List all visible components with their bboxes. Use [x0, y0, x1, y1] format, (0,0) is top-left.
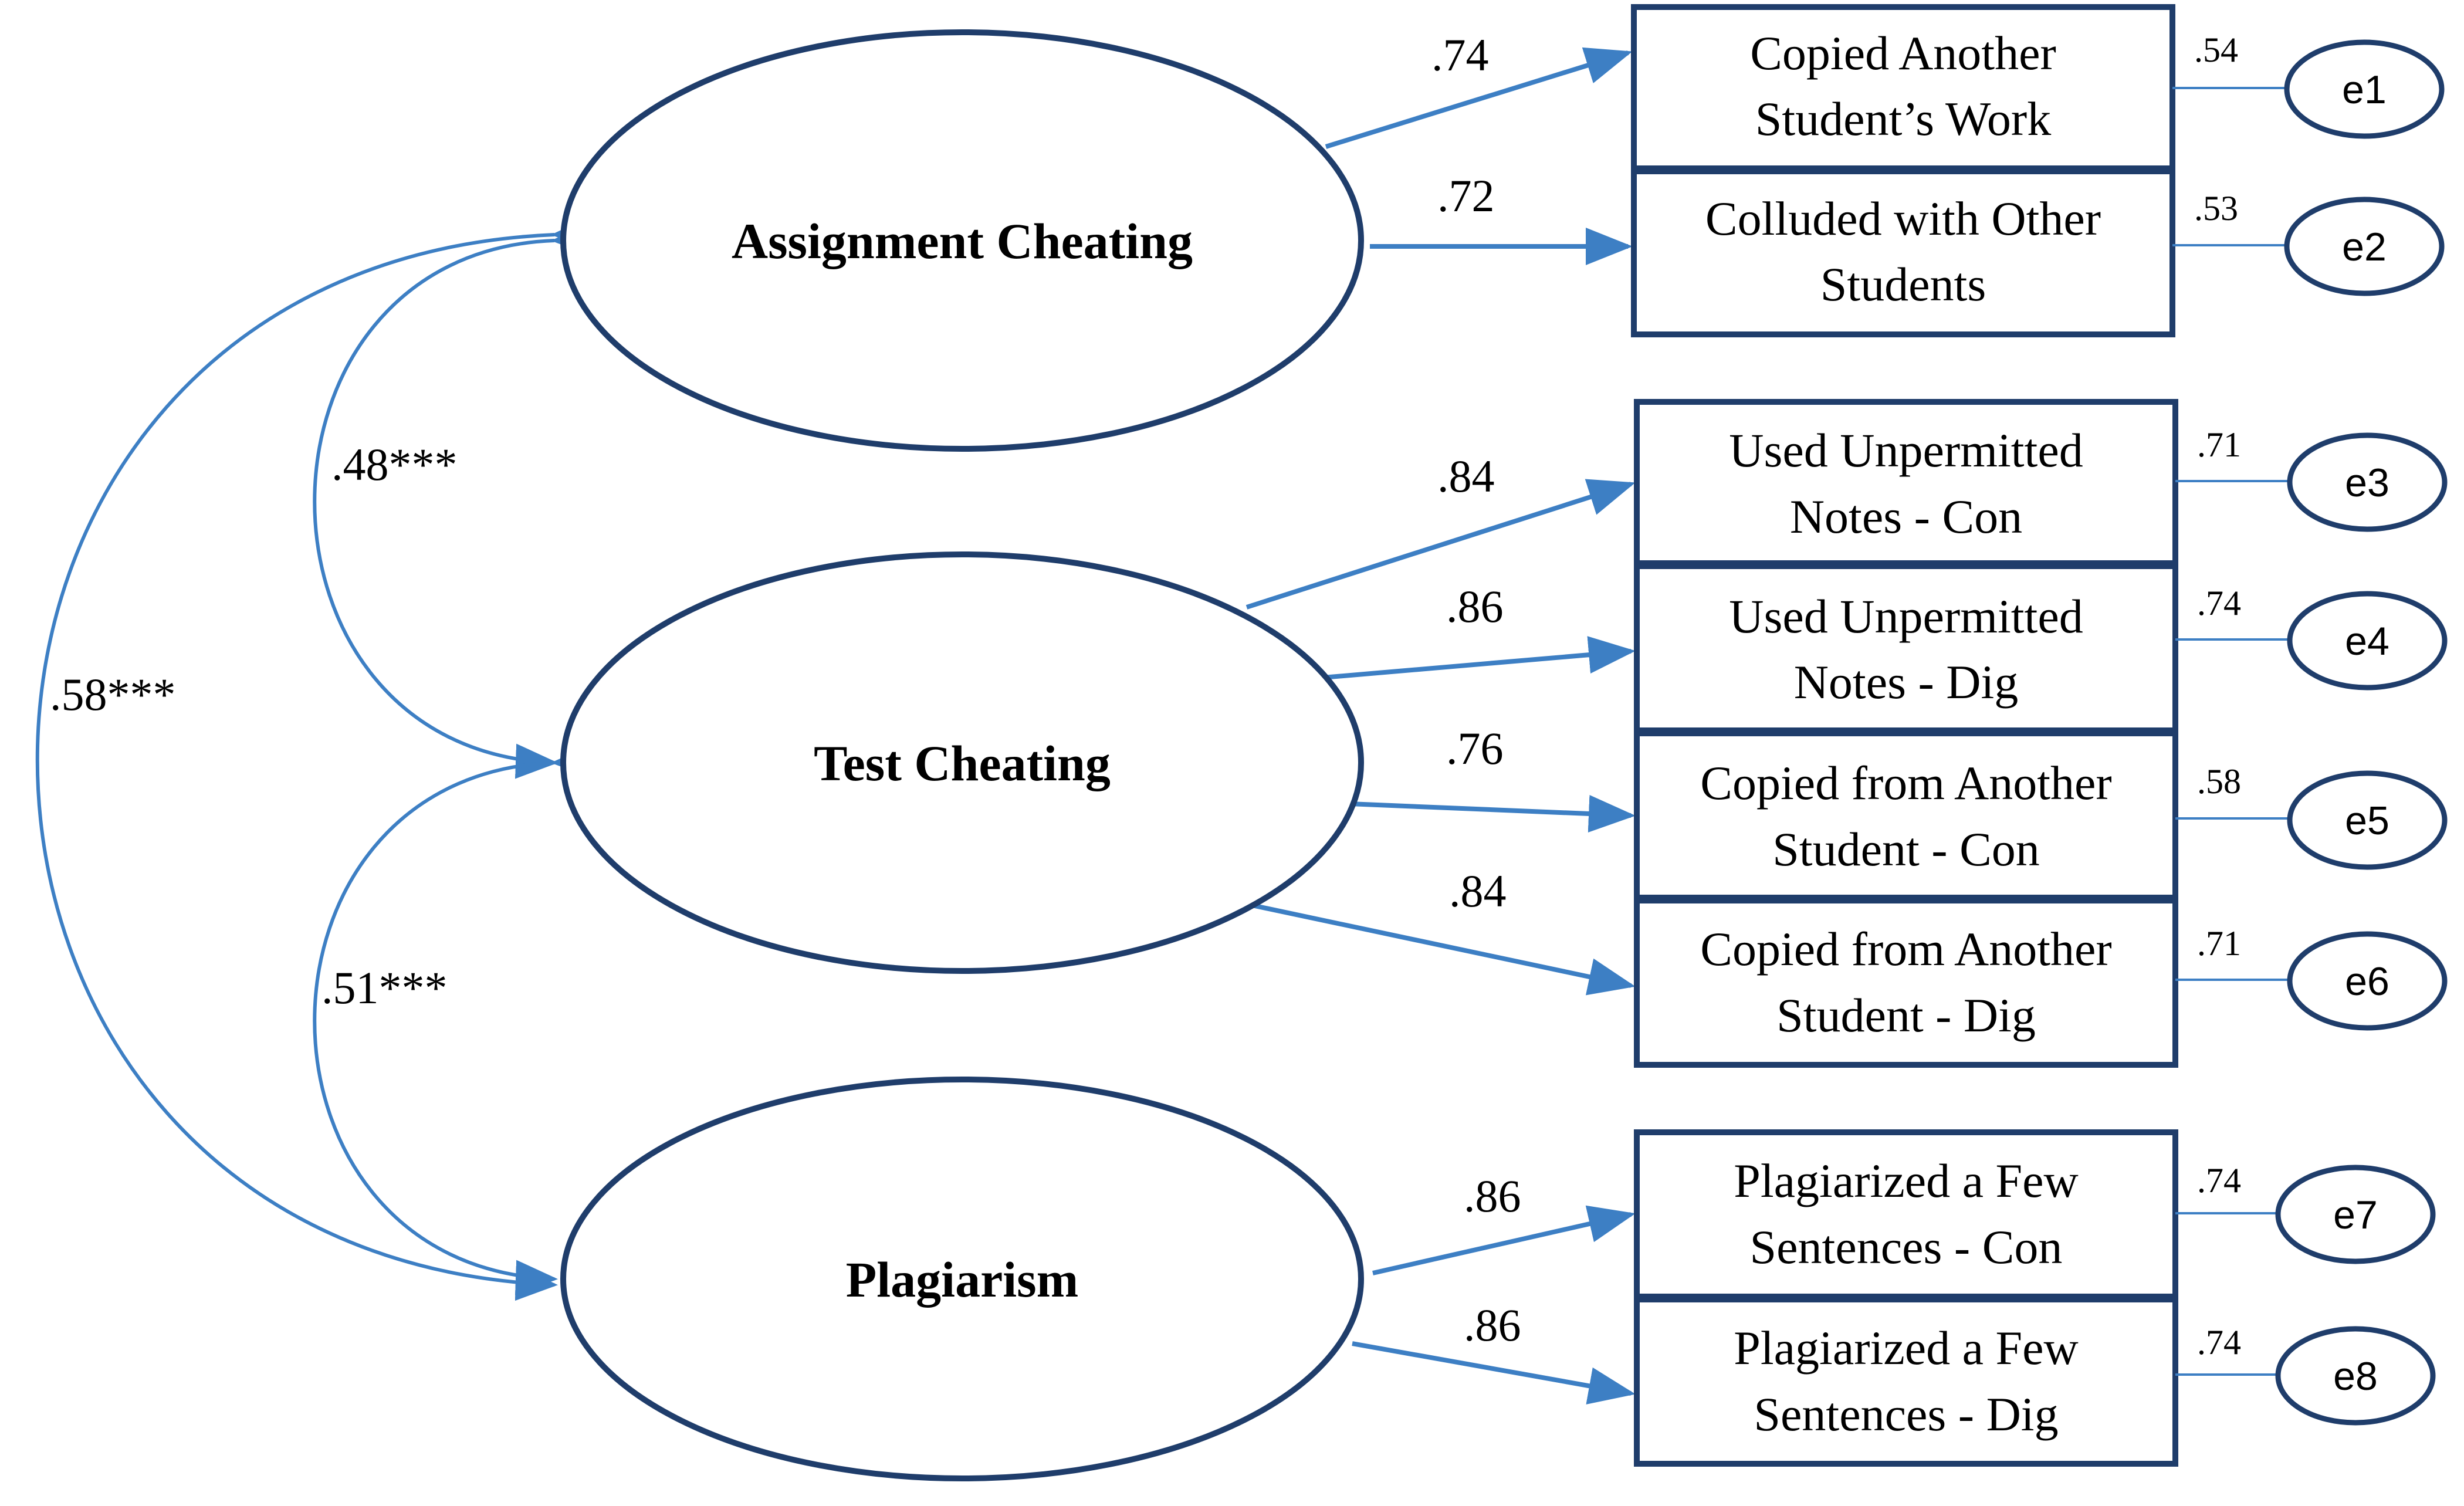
svg-text:e5: e5	[2345, 798, 2389, 843]
svg-text:Student’s Work: Student’s Work	[1755, 92, 2051, 145]
loading-path-1	[1325, 47, 1633, 149]
svg-text:e3: e3	[2345, 461, 2389, 505]
indicator-box-5: Copied from Another Student - Con	[1634, 730, 2178, 901]
error-term-7: e7	[2275, 1165, 2436, 1264]
latent-assignment-cheating: Assignment Cheating	[560, 29, 1364, 452]
latent-label: Test Cheating	[814, 735, 1111, 791]
svg-text:e8: e8	[2333, 1354, 2378, 1399]
loading-path-5	[1349, 795, 1636, 832]
error-term-8: e8	[2275, 1326, 2436, 1426]
corr-label-assign-test: .48***	[331, 439, 458, 490]
svg-text:e6: e6	[2345, 959, 2389, 1004]
svg-text:Used Unpermitted: Used Unpermitted	[1729, 590, 2083, 643]
loading-label-4: .86	[1446, 581, 1504, 632]
loading-label-3: .84	[1437, 451, 1495, 502]
loading-path-7	[1372, 1205, 1636, 1275]
error-loading-6: .71	[2197, 924, 2241, 963]
error-term-4: e4	[2287, 591, 2448, 691]
svg-text:Notes - Con: Notes - Con	[1790, 490, 2022, 543]
error-loading-8: .74	[2197, 1323, 2241, 1362]
loading-path-6	[1243, 901, 1636, 996]
error-loading-5: .58	[2197, 762, 2241, 801]
error-loading-4: .74	[2197, 584, 2241, 622]
corr-curve-assign-test	[313, 221, 594, 779]
indicator-box-1: Copied Another Student’s Work	[1631, 4, 2175, 171]
error-loading-2: .53	[2194, 189, 2238, 228]
indicator-box-6: Copied from Another Student - Dig	[1634, 898, 2178, 1068]
indicator-box-3: Used Unpermitted Notes - Con	[1634, 399, 2178, 566]
error-loading-1: .54	[2194, 31, 2238, 69]
corr-label-test-plag: .51***	[321, 962, 448, 1013]
svg-text:Plagiarized a Few: Plagiarized a Few	[1734, 1154, 2078, 1207]
indicator-box-4: Used Unpermitted Notes - Dig	[1634, 563, 2178, 733]
error-term-2: e2	[2284, 197, 2445, 296]
svg-text:Student - Con: Student - Con	[1772, 823, 2040, 876]
indicator-box-2: Colluded with Other Students	[1631, 168, 2175, 337]
svg-text:Copied from Another: Copied from Another	[1700, 756, 2111, 810]
error-term-1: e1	[2284, 39, 2445, 139]
svg-text:Sentences - Con: Sentences - Con	[1750, 1220, 2063, 1274]
loading-path-3	[1245, 479, 1636, 610]
latent-plagiarism: Plagiarism	[560, 1077, 1364, 1481]
svg-text:Student - Dig: Student - Dig	[1776, 989, 2036, 1042]
error-term-3: e3	[2287, 432, 2448, 532]
loading-path-4	[1322, 636, 1636, 680]
svg-text:Used Unpermitted: Used Unpermitted	[1729, 424, 2083, 477]
svg-text:e1: e1	[2342, 67, 2387, 112]
svg-text:Students: Students	[1820, 258, 1986, 311]
loading-label-5: .76	[1446, 723, 1504, 774]
svg-text:e2: e2	[2342, 225, 2387, 269]
error-loading-3: .71	[2197, 425, 2241, 464]
error-loading-7: .74	[2197, 1161, 2241, 1200]
loading-label-7: .86	[1464, 1170, 1521, 1221]
svg-text:Plagiarized a Few: Plagiarized a Few	[1734, 1321, 2078, 1375]
loading-label-6: .84	[1449, 865, 1507, 916]
indicator-box-7: Plagiarized a Few Sentences - Con	[1634, 1129, 2178, 1299]
latent-label: Assignment Cheating	[732, 213, 1193, 269]
svg-text:Colluded with Other: Colluded with Other	[1705, 192, 2101, 245]
corr-curve-assign-plag	[35, 215, 594, 1301]
latent-test-cheating: Test Cheating	[560, 551, 1364, 974]
loading-path-8	[1352, 1341, 1636, 1405]
svg-text:Sentences - Dig: Sentences - Dig	[1754, 1387, 2058, 1441]
error-term-6: e6	[2287, 931, 2448, 1031]
svg-text:e7: e7	[2333, 1193, 2378, 1237]
svg-text:Copied from Another: Copied from Another	[1700, 922, 2111, 976]
loading-label-1: .74	[1431, 29, 1489, 80]
error-term-5: e5	[2287, 770, 2448, 870]
corr-curve-test-plag	[313, 743, 594, 1295]
loading-label-2: .72	[1437, 170, 1495, 221]
indicator-box-8: Plagiarized a Few Sentences - Dig	[1634, 1297, 2178, 1467]
corr-label-assign-plag: .58***	[50, 669, 176, 720]
loading-label-8: .86	[1464, 1299, 1521, 1351]
svg-text:e4: e4	[2345, 619, 2389, 664]
svg-text:Copied Another: Copied Another	[1750, 26, 2056, 80]
latent-label: Plagiarism	[846, 1251, 1079, 1308]
svg-text:Notes - Dig: Notes - Dig	[1794, 655, 2019, 709]
